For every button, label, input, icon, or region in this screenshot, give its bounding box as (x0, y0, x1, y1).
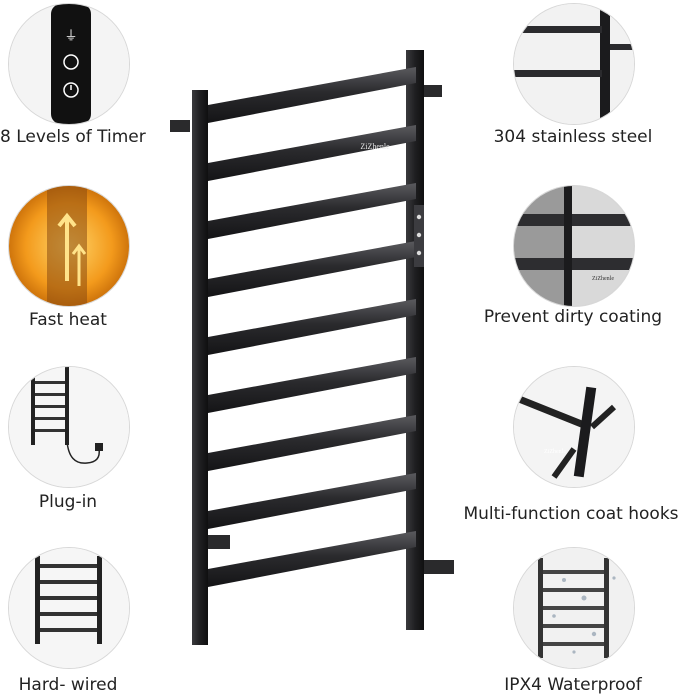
svg-text:ZiZhenle: ZiZhenle (592, 276, 614, 282)
plug-in-circle (8, 366, 130, 488)
rack-bar (208, 183, 416, 239)
feature-label-waterproof: IPX4 Waterproof (504, 675, 642, 695)
rack-bar (208, 241, 416, 297)
rack-bar (208, 67, 416, 123)
plug-in-rack-icon (9, 367, 129, 487)
coating-icon: ZiZhenle (514, 186, 634, 306)
feature-label-timer: 8 Levels of Timer (0, 127, 146, 147)
towel-warmer-rack: ZiZhenle (170, 50, 454, 645)
heat-circle (8, 185, 130, 307)
rack-bar (208, 415, 416, 471)
brand-label: ZiZhenle (360, 142, 390, 151)
feature-label-plug-in: Plug-in (38, 492, 98, 512)
hardwired-circle (8, 547, 130, 669)
steel-circle (513, 3, 635, 125)
feature-label-hooks: Multi-function coat hooks (463, 504, 679, 524)
rack-bar (208, 357, 416, 413)
feature-label-coating: Prevent dirty coating (483, 307, 663, 327)
heat-icon (9, 186, 129, 306)
svg-text:ZiZhenle: ZiZhenle (544, 449, 566, 455)
rack-bar (208, 125, 416, 181)
rack-bar (208, 473, 416, 529)
hook-icon: ZiZhenle (514, 367, 634, 487)
waterproof-circle (513, 547, 635, 669)
hardwired-rack-icon (9, 548, 129, 668)
waterproof-icon (514, 548, 634, 668)
timer-panel-circle: ⏚ (8, 3, 130, 125)
rack-bar (208, 299, 416, 355)
feature-label-fast-heat: Fast heat (29, 310, 107, 330)
coating-circle: ZiZhenle (513, 185, 635, 307)
feature-label-hard-wired: Hard- wired (18, 675, 118, 695)
svg-text:⏚: ⏚ (64, 29, 77, 44)
steel-frame-icon (514, 4, 634, 124)
feature-label-stainless: 304 stainless steel (493, 127, 653, 147)
hook-circle: ZiZhenle (513, 366, 635, 488)
timer-panel-icon: ⏚ (9, 4, 129, 124)
rack-bar (208, 531, 416, 587)
